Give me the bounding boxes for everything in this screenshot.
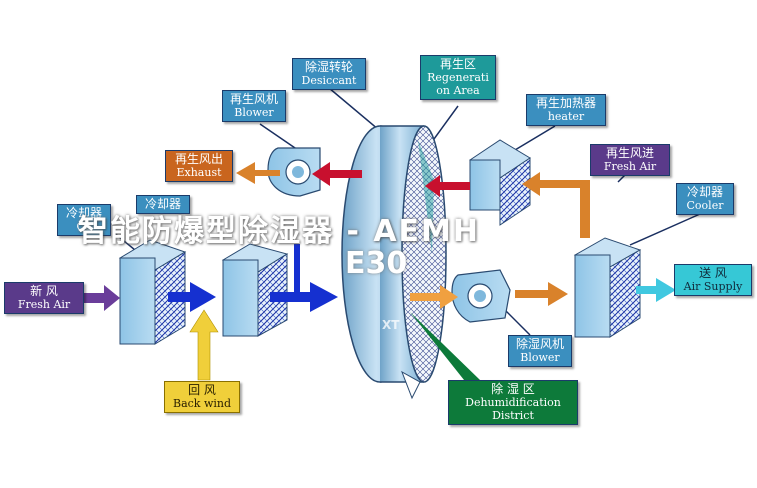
label-cooler-left-2: 冷却器 <box>136 195 190 214</box>
regen-inlet-arrow <box>522 172 590 238</box>
cooler-right <box>573 237 642 338</box>
dehumidification-blower <box>451 269 511 323</box>
label-dehumidification: 除 湿 区 Dehumidification District <box>448 380 578 425</box>
label-fresh-air: 新 风 Fresh Air <box>4 282 84 314</box>
label-regeneration-area: 再生区 Regenerati on Area <box>420 55 496 100</box>
label-blower-top-zh: 再生风机 <box>229 92 278 106</box>
process-air-arrow-2 <box>515 282 568 306</box>
label-regen-fresh-air-zh: 再生风进 <box>605 146 654 160</box>
label-dehumidification-en1: Dehumidification <box>465 396 561 409</box>
label-cooler-left-1: 冷却器 Co <box>57 204 111 236</box>
label-back-wind: 回 风 Back wind <box>164 381 240 413</box>
label-back-wind-en: Back wind <box>172 397 232 410</box>
label-blower-bottom-en: Blower <box>520 351 560 364</box>
label-air-supply-en: Air Supply <box>683 280 743 293</box>
label-blower-bottom: 除湿风机 Blower <box>508 335 572 367</box>
regeneration-heater <box>469 139 531 226</box>
regeneration-blower <box>267 147 321 197</box>
label-cooler-left-1-zh: 冷却器 <box>65 206 102 220</box>
cooler-left-2 <box>221 243 289 337</box>
label-blower-bottom-zh: 除湿风机 <box>515 337 564 351</box>
label-blower-top: 再生风机 Blower <box>222 90 286 122</box>
label-heater-en: heater <box>547 110 585 123</box>
label-cooler-left-1-en: Co <box>76 220 92 233</box>
label-desiccant: 除湿转轮 Desiccant <box>292 58 366 90</box>
label-air-supply: 送 风 Air Supply <box>674 264 752 296</box>
blue-arrow-1 <box>168 282 216 312</box>
label-regeneration-area-en2: on Area <box>436 84 480 97</box>
label-cooler-right-en: Cooler <box>686 199 724 212</box>
label-regen-fresh-air: 再生风进 Fresh Air <box>590 144 670 176</box>
exhaust-arrow <box>236 162 280 184</box>
blue-vertical <box>294 244 300 294</box>
label-desiccant-zh: 除湿转轮 <box>304 60 353 74</box>
air-supply-arrow <box>636 278 676 302</box>
blue-arrow-2 <box>270 282 338 312</box>
dehumidification-pointer <box>410 312 480 385</box>
process-air-arrow-1 <box>410 285 458 309</box>
label-cooler-right: 冷却器 Cooler <box>676 183 734 215</box>
watermark-model: E30 <box>345 246 408 281</box>
label-desiccant-en: Desiccant <box>301 74 357 87</box>
label-cooler-left-2-zh: 冷却器 <box>144 197 181 211</box>
desiccant-wheel <box>341 125 447 400</box>
label-regeneration-area-zh: 再生区 <box>439 57 476 71</box>
back-wind-arrow <box>189 309 219 381</box>
label-exhaust-en: Exhaust <box>176 166 222 179</box>
red-arrow-into-blower <box>312 162 362 186</box>
watermark-title: 智能防爆型除湿器 - AEMH <box>78 214 481 249</box>
label-back-wind-zh: 回 风 <box>188 383 216 397</box>
label-blower-top-en: Blower <box>234 106 274 119</box>
label-dehumidification-en2: District <box>492 409 534 422</box>
label-fresh-air-zh: 新 风 <box>30 284 58 298</box>
label-cooler-right-zh: 冷却器 <box>686 185 723 199</box>
label-regen-fresh-air-en: Fresh Air <box>603 160 657 173</box>
label-dehumidification-zh: 除 湿 区 <box>491 382 535 396</box>
fresh-air-arrow <box>84 285 120 311</box>
label-regeneration-area-en1: Regenerati <box>427 71 489 84</box>
watermark-faint: XT <box>382 318 400 332</box>
label-air-supply-zh: 送 风 <box>699 266 727 280</box>
airflow-arrows <box>84 162 676 385</box>
red-arrow-from-heater <box>425 175 470 197</box>
label-heater-zh: 再生加热器 <box>535 96 596 110</box>
label-fresh-air-en: Fresh Air <box>17 298 71 311</box>
label-heater: 再生加热器 heater <box>526 94 606 126</box>
label-exhaust-zh: 再生风出 <box>174 152 223 166</box>
label-exhaust: 再生风出 Exhaust <box>165 150 233 182</box>
